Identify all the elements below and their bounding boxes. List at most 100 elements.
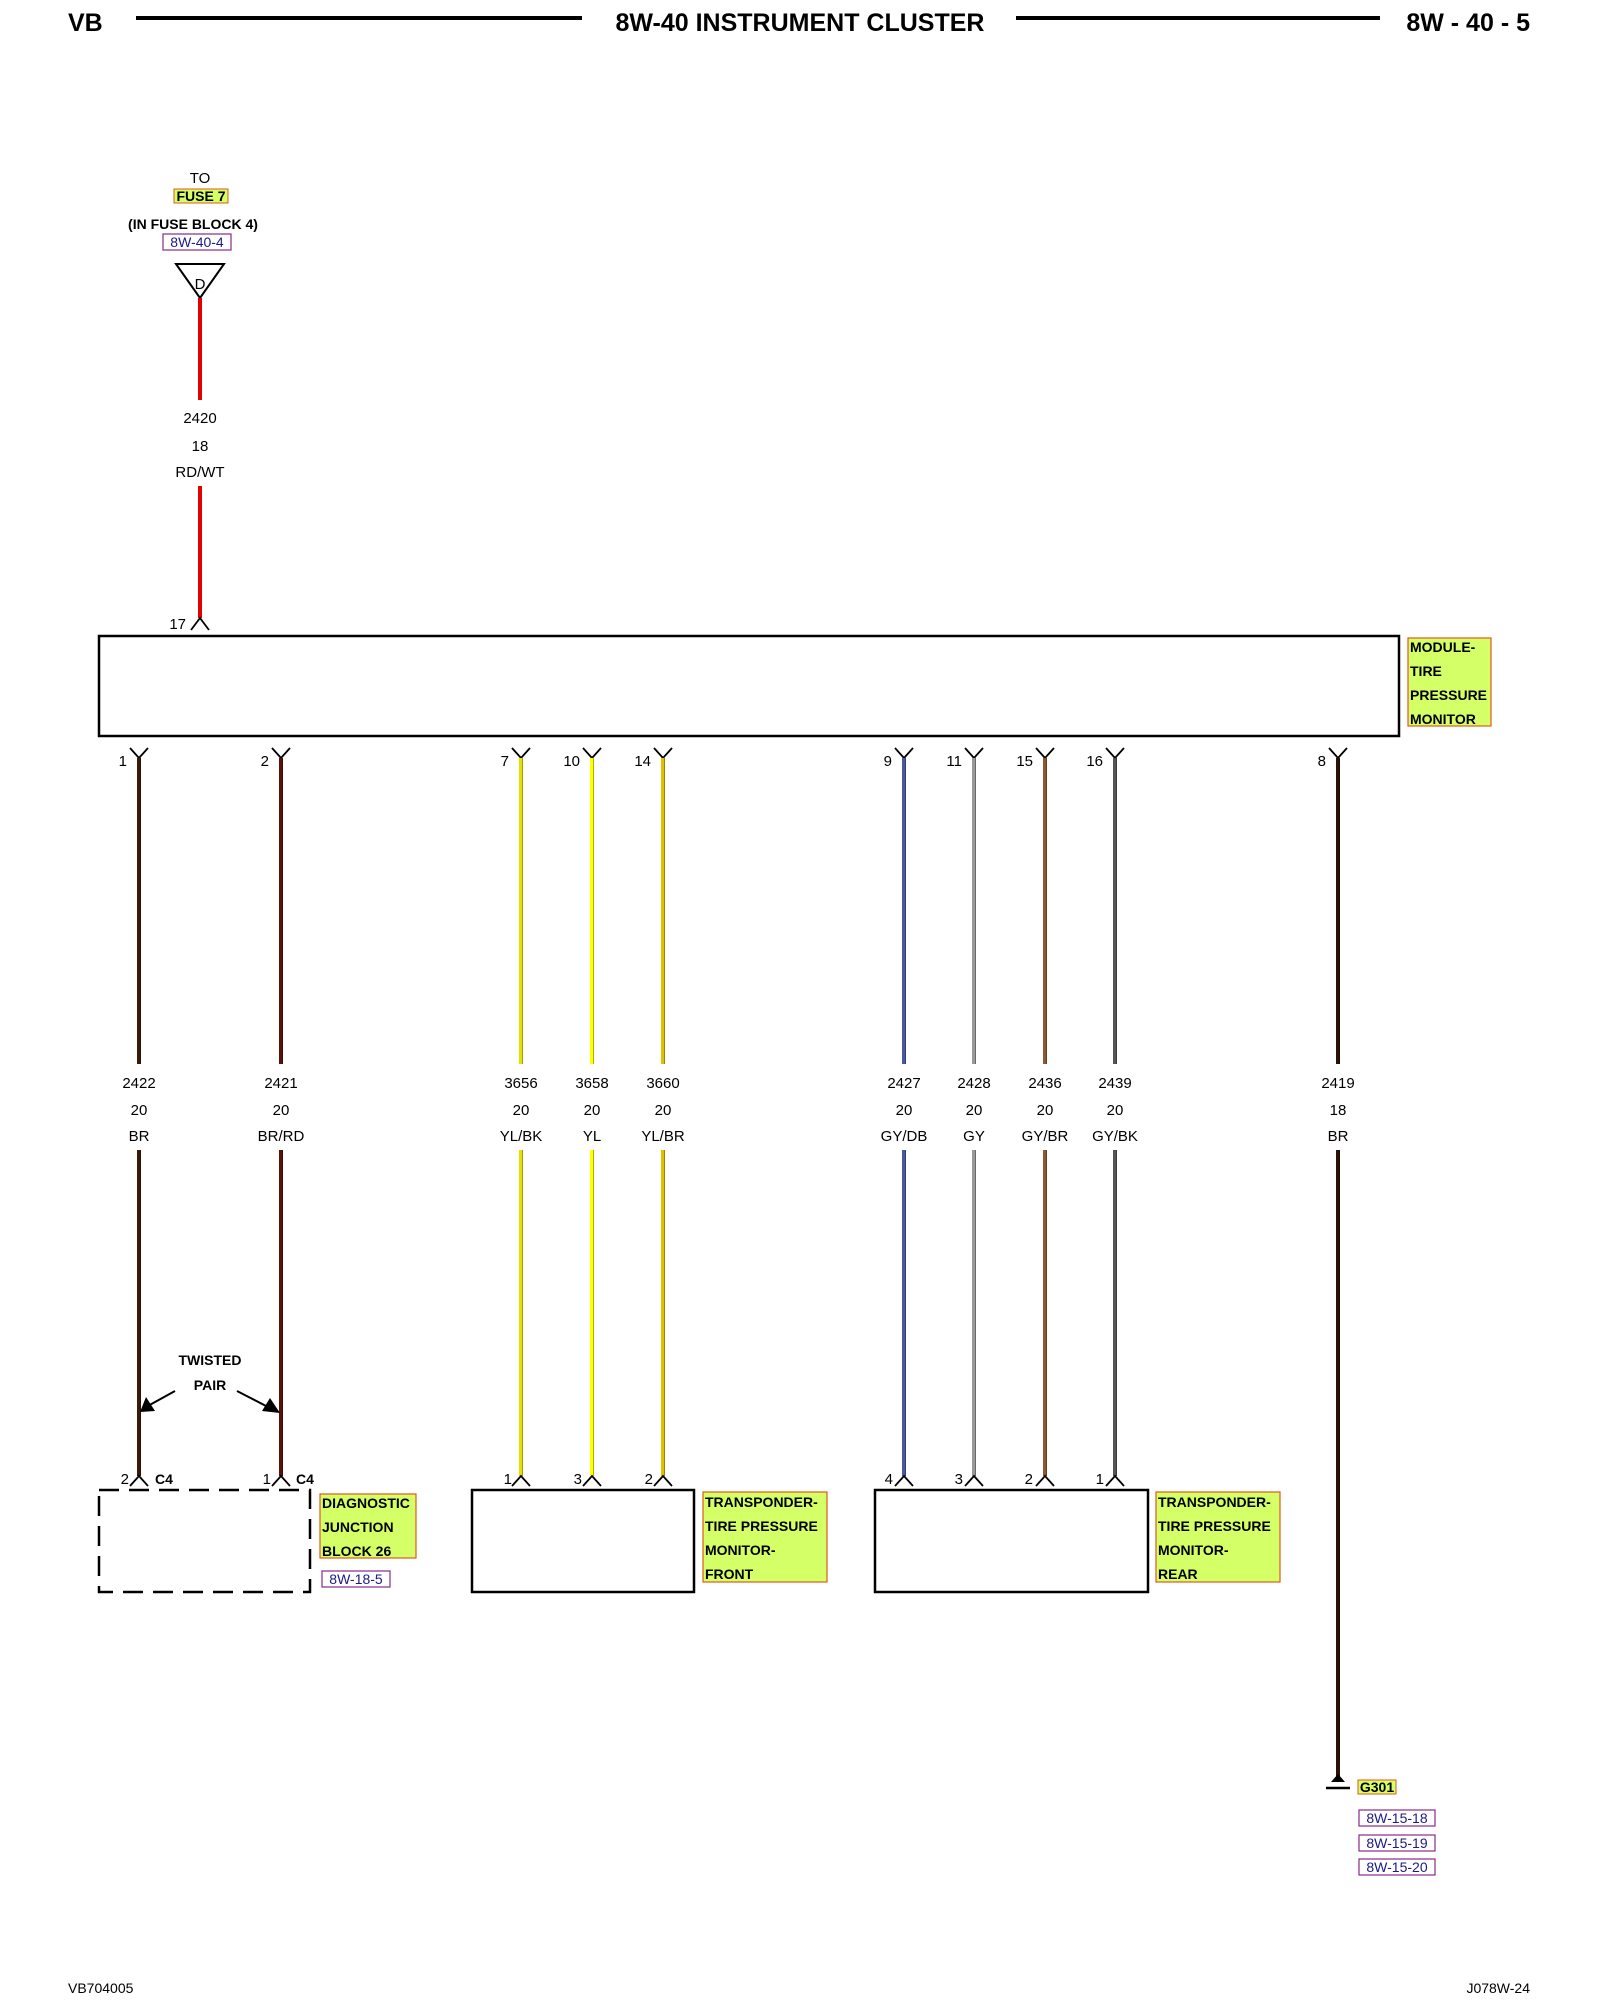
pin-fork-icon bbox=[894, 747, 914, 760]
footer-right-code: J078W-24 bbox=[1466, 1980, 1530, 1996]
wire-color-code: GY/DB bbox=[881, 1128, 928, 1145]
front-pin-3: 3 bbox=[574, 1471, 582, 1488]
feed-wire-color: RD/WT bbox=[175, 464, 224, 481]
pin-fork-icon bbox=[653, 747, 673, 760]
wire-pin-number: 14 bbox=[634, 753, 651, 770]
pin-fork-icon bbox=[271, 1474, 291, 1487]
wire-gauge: 20 bbox=[896, 1102, 913, 1119]
wire-gauge: 18 bbox=[1330, 1102, 1347, 1119]
front-label-highlight bbox=[702, 1491, 828, 1583]
twisted-pair-line-2: PAIR bbox=[194, 1377, 226, 1393]
module-label-line-1: MODULE- bbox=[1410, 639, 1476, 655]
pin-fork-icon bbox=[582, 747, 602, 760]
wire-pin-number: 16 bbox=[1086, 753, 1103, 770]
transponder-rear: 4 3 2 1 TRANSPONDER- TIRE PRESSURE MONIT… bbox=[873, 1471, 1281, 1594]
rear-label-line-1: TRANSPONDER- bbox=[1158, 1494, 1271, 1510]
feed-wire: 2420 18 RD/WT 17 bbox=[169, 298, 225, 633]
wire-pin-number: 9 bbox=[884, 753, 892, 770]
rear-label-line-2: TIRE PRESSURE bbox=[1158, 1518, 1271, 1534]
wire-color-code: BR bbox=[1328, 1128, 1349, 1145]
pin-fork-icon bbox=[1035, 747, 1055, 760]
fuse-ref-box bbox=[162, 233, 232, 251]
rear-pin-2: 2 bbox=[1025, 1471, 1033, 1488]
arrow-left-icon bbox=[140, 1397, 155, 1412]
ground-name-highlight bbox=[1357, 1779, 1397, 1795]
dlc-label-line-3: BLOCK 26 bbox=[322, 1543, 391, 1559]
module-label-highlight bbox=[1407, 637, 1492, 727]
front-box bbox=[470, 1488, 696, 1594]
wire-gauge: 20 bbox=[273, 1102, 290, 1119]
front-label-line-3: MONITOR- bbox=[705, 1542, 776, 1558]
rear-label-highlight bbox=[1155, 1491, 1281, 1583]
wire-pin-number: 7 bbox=[501, 753, 509, 770]
dlc-label-line-1: DIAGNOSTIC bbox=[322, 1495, 410, 1511]
module-label-line-4: MONITOR bbox=[1410, 711, 1476, 727]
wire-circuit-number: 2439 bbox=[1098, 1075, 1131, 1092]
wire-circuit-number: 3660 bbox=[646, 1075, 679, 1092]
wire-color-code: YL/BK bbox=[500, 1128, 543, 1145]
dlc-connector-left: C4 bbox=[155, 1471, 173, 1487]
wire-pin-number: 2 bbox=[261, 753, 269, 770]
page-footer: VB704005 J078W-24 bbox=[68, 1980, 1530, 1996]
connector-triangle-icon bbox=[174, 263, 226, 300]
wire-pin-number: 15 bbox=[1016, 753, 1033, 770]
wire-color-code: BR bbox=[129, 1128, 150, 1145]
page-header: VB 8W-40 INSTRUMENT CLUSTER 8W - 40 - 5 bbox=[68, 9, 1530, 37]
pin-fork-icon bbox=[511, 1474, 531, 1487]
header-title: 8W-40 INSTRUMENT CLUSTER bbox=[616, 9, 985, 37]
ground-name: G301 bbox=[1360, 1779, 1394, 1795]
wire-gauge: 20 bbox=[966, 1102, 983, 1119]
wire-circuit-number: 2428 bbox=[957, 1075, 990, 1092]
tire-pressure-module: MODULE- TIRE PRESSURE MONITOR bbox=[97, 634, 1492, 738]
dlc-label-line-2: JUNCTION bbox=[322, 1519, 394, 1535]
module-label-line-2: TIRE bbox=[1410, 663, 1442, 679]
transponder-front: 1 3 2 TRANSPONDER- TIRE PRESSURE MONITOR… bbox=[470, 1471, 828, 1594]
pin-fork-icon bbox=[271, 747, 291, 760]
dlc-ref: 8W-18-5 bbox=[329, 1571, 383, 1587]
fuse-to-text: TO bbox=[190, 170, 211, 187]
wire-circuit-number: 2427 bbox=[887, 1075, 920, 1092]
fuse-ref: 8W-40-4 bbox=[170, 234, 224, 250]
ground-g301: G301 8W-15-18 8W-15-19 8W-15-20 bbox=[1326, 1760, 1436, 1876]
wire-circuit-number: 2422 bbox=[122, 1075, 155, 1092]
module-label-line-3: PRESSURE bbox=[1410, 687, 1487, 703]
wire-circuit-number: 2421 bbox=[264, 1075, 297, 1092]
front-pin-1: 1 bbox=[504, 1471, 512, 1488]
wire-pin-number: 11 bbox=[946, 753, 962, 770]
wire-circuit-number: 3656 bbox=[504, 1075, 537, 1092]
ground-ref-box-3 bbox=[1358, 1858, 1436, 1876]
fuse-name-highlight bbox=[173, 188, 229, 204]
pin-fork-icon bbox=[129, 1474, 149, 1487]
wire-color-code: GY/BR bbox=[1022, 1128, 1069, 1145]
wire-color-code: GY/BK bbox=[1092, 1128, 1138, 1145]
dlc-box bbox=[97, 1488, 312, 1594]
wire-gauge: 20 bbox=[513, 1102, 530, 1119]
ground-ref-3: 8W-15-20 bbox=[1366, 1859, 1427, 1875]
pin-fork-icon bbox=[1105, 1474, 1125, 1487]
module-box bbox=[97, 634, 1401, 738]
diagnostic-junction-block: 2 C4 1 C4 DIAGNOSTIC JUNCTION BLOCK 26 8… bbox=[97, 1471, 417, 1594]
twisted-pair-callout: TWISTED PAIR bbox=[140, 1352, 280, 1413]
wire-circuit-number: 3658 bbox=[575, 1075, 608, 1092]
ground-arrow-icon bbox=[1331, 1774, 1345, 1782]
ground-ref-box-1 bbox=[1358, 1809, 1436, 1827]
wire-color-code: GY bbox=[963, 1128, 985, 1145]
pin-fork-icon bbox=[653, 1474, 673, 1487]
front-label-line-2: TIRE PRESSURE bbox=[705, 1518, 818, 1534]
wire-color-code: YL bbox=[583, 1128, 601, 1145]
pin-fork-icon bbox=[964, 747, 984, 760]
header-page-number: 8W - 40 - 5 bbox=[1406, 9, 1530, 37]
feed-wire-gauge: 18 bbox=[192, 438, 209, 455]
front-label-line-4: FRONT bbox=[705, 1566, 754, 1582]
rear-box bbox=[873, 1488, 1150, 1594]
pin-fork-icon bbox=[1035, 1474, 1055, 1487]
arrow-right-icon bbox=[262, 1398, 280, 1413]
dlc-connector-right: C4 bbox=[296, 1471, 314, 1487]
wire-gauge: 20 bbox=[584, 1102, 601, 1119]
wire-gauge: 20 bbox=[131, 1102, 148, 1119]
front-label-line-1: TRANSPONDER- bbox=[705, 1494, 818, 1510]
fuse-name: FUSE 7 bbox=[176, 188, 225, 204]
connector-letter: D bbox=[195, 276, 206, 293]
front-pin-2: 2 bbox=[645, 1471, 653, 1488]
